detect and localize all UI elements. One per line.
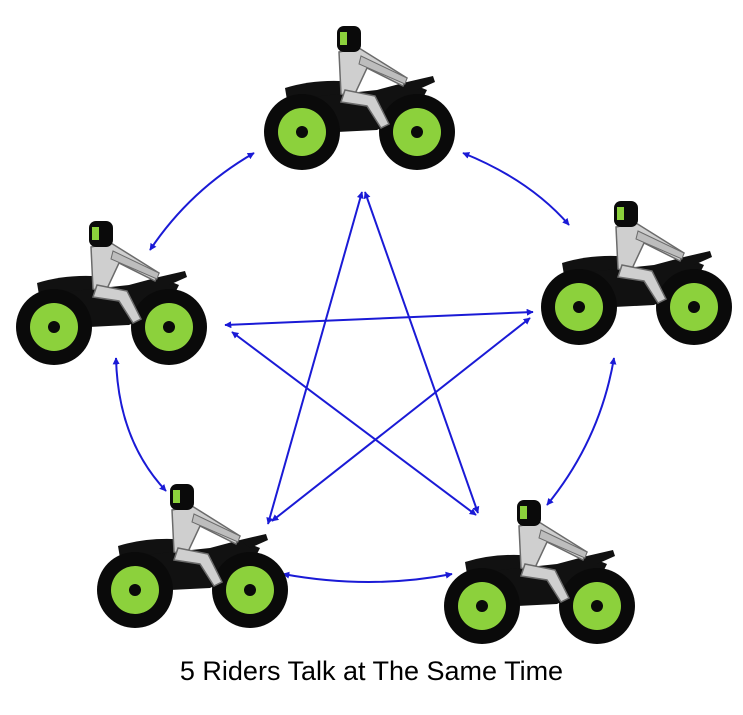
arrow-upper-right-to-lower-right — [546, 357, 617, 506]
arrow-top-to-lower-left — [266, 191, 364, 525]
arrow-upper-left-to-top — [149, 152, 255, 251]
arrow-lower-right-to-lower-left — [282, 571, 453, 583]
star-links — [224, 191, 534, 525]
rider-lower-right — [443, 499, 636, 645]
rider-lower-left — [96, 483, 289, 629]
arrow-upper-right-to-lower-left — [271, 317, 531, 522]
rider-upper-right — [540, 200, 733, 346]
arrow-top-to-upper-right — [462, 152, 570, 226]
arrow-top-to-lower-right — [363, 191, 480, 514]
rider-top — [263, 25, 456, 171]
rider-upper-left — [15, 220, 208, 366]
adjacent-links — [112, 152, 617, 583]
arrow-upper-left-to-upper-right — [224, 308, 534, 329]
arrow-upper-left-to-lower-right — [231, 331, 477, 516]
arrow-lower-left-to-upper-left — [112, 357, 167, 492]
diagram-caption: 5 Riders Talk at The Same Time — [179, 656, 564, 686]
